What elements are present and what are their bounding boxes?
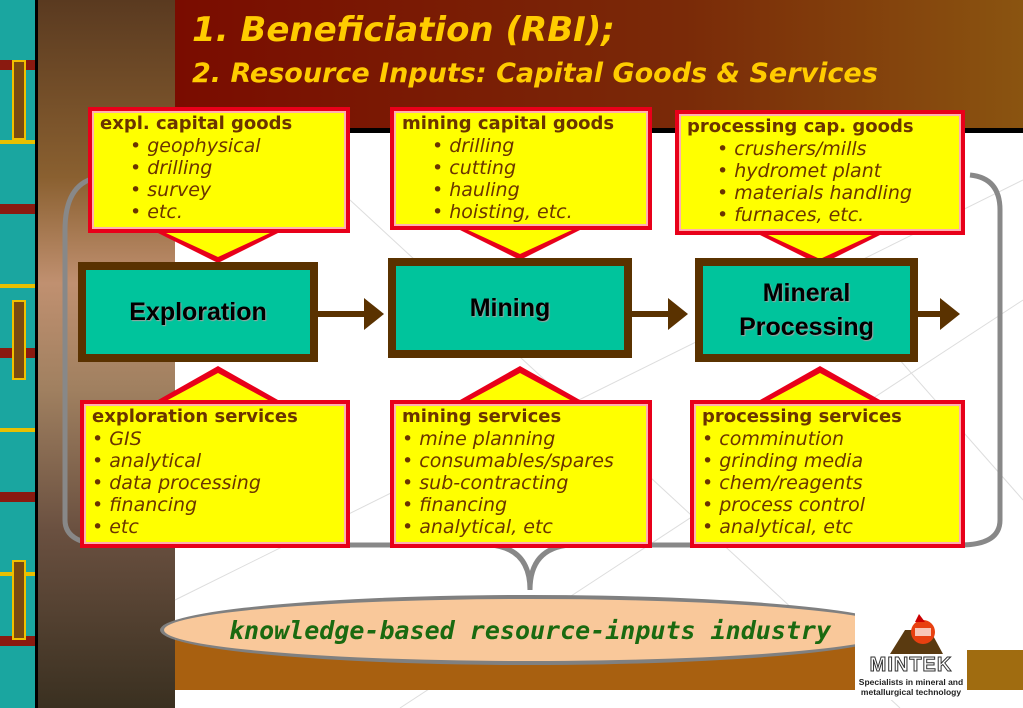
border-motif bbox=[12, 60, 26, 140]
list-item: • drilling bbox=[130, 157, 213, 179]
list-item: • grinding media bbox=[702, 450, 864, 472]
flow-arrow-head bbox=[668, 298, 688, 330]
capital-goods-box-exploration: expl. capital goods • geophysical • dril… bbox=[88, 107, 350, 233]
list-item: • etc bbox=[92, 516, 139, 538]
list-item: • cutting bbox=[432, 157, 517, 179]
down-arrow-fill bbox=[468, 230, 572, 254]
mintek-logo: MINTEK Specialists in mineral and metall… bbox=[855, 612, 967, 700]
stage-mineral-processing: Mineral Processing bbox=[695, 258, 918, 362]
list-item: • crushers/mills bbox=[717, 138, 867, 160]
logo-tagline: metallurgical technology bbox=[860, 687, 962, 697]
list-item: • sub-contracting bbox=[402, 472, 569, 494]
list-item: • analytical bbox=[92, 450, 202, 472]
title-line-1: 1. Beneficiation (RBI); bbox=[192, 10, 615, 50]
list-item: • survey bbox=[130, 179, 212, 201]
footer-bar-right bbox=[965, 650, 1023, 690]
up-arrow-fill bbox=[468, 373, 572, 401]
box-heading: exploration services bbox=[92, 406, 298, 427]
list-item: • drilling bbox=[432, 135, 515, 157]
box-heading: mining services bbox=[402, 406, 562, 427]
list-item: • analytical, etc bbox=[702, 516, 853, 538]
list-item: • financing bbox=[402, 494, 508, 516]
list-item: • materials handling bbox=[717, 182, 912, 204]
logo-tagline: Specialists in mineral and bbox=[858, 677, 964, 687]
list-item: • etc. bbox=[130, 201, 183, 223]
stage-mining: Mining bbox=[388, 258, 632, 358]
flow-arrow-head bbox=[940, 298, 960, 330]
down-arrow-fill bbox=[768, 235, 872, 259]
capital-goods-box-mining: mining capital goods • drilling • cuttin… bbox=[390, 107, 652, 230]
list-item: • hauling bbox=[432, 179, 520, 201]
down-arrow-fill bbox=[166, 233, 270, 257]
up-arrow-fill bbox=[166, 373, 270, 401]
list-item: • hydromet plant bbox=[717, 160, 882, 182]
list-item: • analytical, etc bbox=[402, 516, 553, 538]
services-box-exploration: exploration services • GIS • analytical … bbox=[80, 400, 350, 548]
services-box-processing: processing services • comminution • grin… bbox=[690, 400, 965, 548]
flow-arrow-head bbox=[364, 298, 384, 330]
list-item: • consumables/spares bbox=[402, 450, 614, 472]
box-heading: processing services bbox=[702, 406, 902, 427]
grouping-bracket bbox=[62, 172, 1003, 591]
stage-exploration: Exploration bbox=[78, 262, 318, 362]
title-line-2: 2. Resource Inputs: Capital Goods & Serv… bbox=[192, 58, 878, 89]
list-item: • process control bbox=[702, 494, 865, 516]
industry-banner: knowledge-based resource-inputs industry bbox=[160, 595, 900, 665]
box-heading: processing cap. goods bbox=[687, 116, 914, 137]
list-item: • GIS bbox=[92, 428, 142, 450]
border-motif bbox=[12, 300, 26, 380]
box-heading: mining capital goods bbox=[402, 113, 615, 134]
list-item: • mine planning bbox=[402, 428, 556, 450]
mintek-emblem-icon bbox=[890, 614, 943, 654]
up-arrow-fill bbox=[768, 373, 872, 401]
flow-arrow-shaft bbox=[918, 311, 943, 317]
list-item: • geophysical bbox=[130, 135, 261, 157]
flow-arrow-shaft bbox=[632, 311, 672, 317]
list-item: • chem/reagents bbox=[702, 472, 863, 494]
flow-arrow-shaft bbox=[318, 311, 368, 317]
services-box-mining: mining services • mine planning • consum… bbox=[390, 400, 652, 548]
list-item: • financing bbox=[92, 494, 198, 516]
box-heading: expl. capital goods bbox=[100, 113, 293, 134]
logo-wordmark: MINTEK bbox=[869, 654, 953, 677]
list-item: • hoisting, etc. bbox=[432, 201, 573, 223]
list-item: • data processing bbox=[92, 472, 261, 494]
capital-goods-box-processing: processing cap. goods • crushers/mills •… bbox=[675, 110, 965, 235]
list-item: • furnaces, etc. bbox=[717, 204, 865, 226]
border-motif bbox=[12, 560, 26, 640]
list-item: • comminution bbox=[702, 428, 845, 450]
